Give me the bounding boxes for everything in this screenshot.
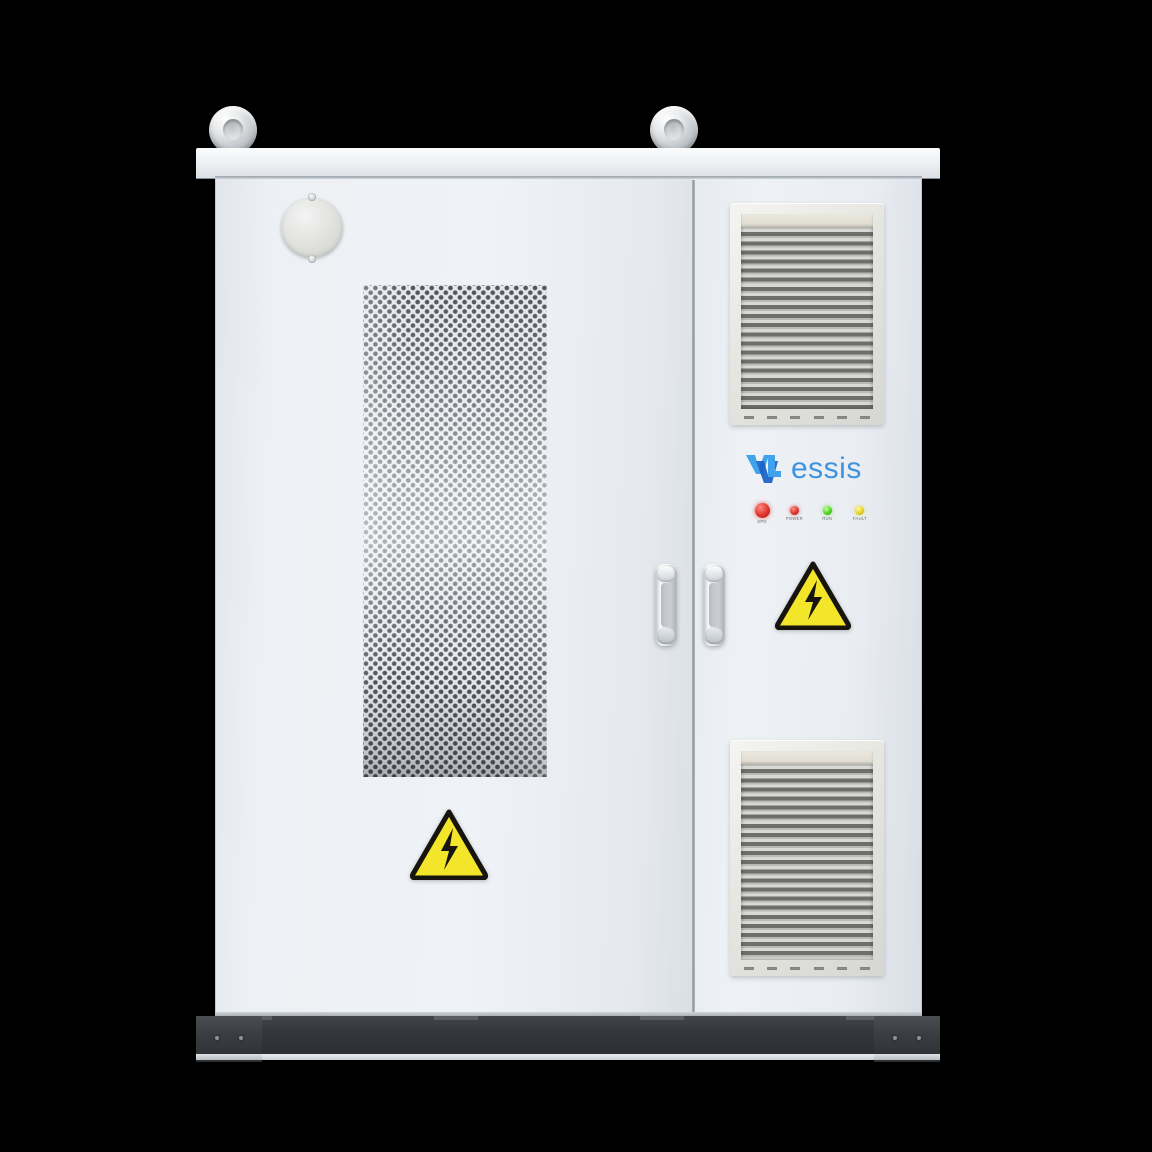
led-fault-label: FAULT xyxy=(852,516,867,522)
lifting-eye-right-hole xyxy=(664,119,684,140)
upper-louver-screws xyxy=(744,415,870,420)
base-notch-4 xyxy=(846,1016,890,1020)
high-voltage-icon xyxy=(775,561,851,630)
led-power-label: POWER xyxy=(786,516,804,522)
brand-lockup: essis xyxy=(744,446,876,492)
access-cover-plate xyxy=(281,198,343,258)
led-fault: FAULT xyxy=(846,503,874,521)
upper-ventilation-louver xyxy=(730,203,884,425)
door-seam xyxy=(692,180,695,1014)
base-top-shadow xyxy=(215,1012,922,1018)
lifting-eye-right xyxy=(650,106,698,158)
led-power-lamp xyxy=(790,506,800,515)
led-fault-lamp xyxy=(855,506,865,515)
upper-louver-top-cap xyxy=(741,214,873,227)
base-bolt-1 xyxy=(215,1036,219,1040)
access-cover-screw-top xyxy=(308,193,316,201)
access-cover-screw-bottom xyxy=(308,255,316,263)
base-bottom-inner-edge xyxy=(262,1054,874,1060)
high-voltage-warning-label-right xyxy=(775,560,851,630)
perforated-vent-panel xyxy=(363,285,547,777)
right-door-handle[interactable] xyxy=(703,564,725,646)
lower-louver-screws xyxy=(744,966,870,971)
circular-access-cover[interactable] xyxy=(281,193,343,263)
lifting-eye-left xyxy=(209,106,257,158)
high-voltage-warning-label-left xyxy=(410,808,488,880)
base-bolt-2 xyxy=(239,1036,243,1040)
cabinet-top-edge-shadow xyxy=(215,176,922,179)
led-power: POWER xyxy=(781,503,809,521)
base-notch-2 xyxy=(434,1016,478,1020)
lower-ventilation-louver xyxy=(730,740,884,976)
status-indicator-row: SPD POWER RUN FAULT xyxy=(748,503,874,527)
base-notch-3 xyxy=(640,1016,684,1020)
lower-louver-top-cap xyxy=(741,751,873,764)
led-spd-label: SPD xyxy=(757,519,767,525)
led-run-label: RUN xyxy=(822,516,833,522)
brand-name: essis xyxy=(791,452,862,485)
base-plinth xyxy=(196,1016,940,1058)
high-voltage-icon xyxy=(410,809,488,880)
lifting-eye-left-hole xyxy=(223,119,243,140)
led-run-lamp xyxy=(822,506,832,515)
upper-louver-slats xyxy=(741,214,873,409)
led-spd: SPD xyxy=(748,503,776,524)
cabinet-top-cap xyxy=(196,148,940,178)
led-run: RUN xyxy=(813,503,841,521)
left-door-handle[interactable] xyxy=(655,564,677,646)
lower-louver-slats xyxy=(741,751,873,960)
essis-logo-mark xyxy=(746,455,781,483)
base-bolt-4 xyxy=(917,1036,921,1040)
led-spd-lamp xyxy=(754,503,770,518)
base-bolt-3 xyxy=(893,1036,897,1040)
